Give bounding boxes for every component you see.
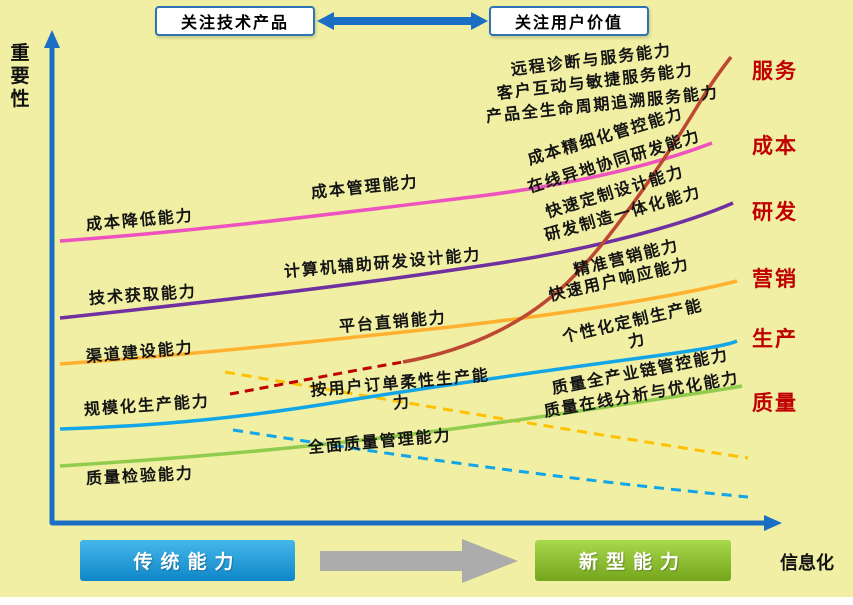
x-axis-label: 信息化 [780, 553, 834, 574]
service-early-dashed-curve [229, 360, 404, 396]
axes [44, 30, 782, 531]
production-declining-dashed-curve [232, 428, 749, 499]
transition-arrow [320, 539, 518, 583]
cost-curve [59, 141, 713, 243]
x-axis-arrowhead [764, 515, 782, 531]
double-arrow-left-head [317, 12, 334, 30]
header-double-arrow [317, 12, 488, 30]
service-curve [402, 55, 733, 364]
bottom-margin-strip [0, 597, 853, 605]
header-box-tech-product: 关注技术产品 [155, 6, 315, 36]
new-capability-box: 新型能力 [535, 540, 731, 581]
quality-curve [59, 384, 743, 468]
marketing-curve [59, 279, 738, 366]
category-label-quality: 质量 [752, 391, 798, 415]
axis-lines [49, 44, 768, 526]
header-box-user-value: 关注用户价值 [489, 6, 649, 36]
double-arrow-right-head [471, 12, 488, 30]
traditional-capability-box: 传统能力 [80, 540, 295, 581]
category-label-service: 服务 [752, 59, 798, 83]
category-label-marketing: 营销 [752, 267, 798, 291]
category-label-cost: 成本 [752, 134, 798, 158]
category-label-production: 生产 [752, 327, 798, 351]
rnd-curve [59, 201, 734, 320]
marketing-declining-dashed-curve [224, 370, 749, 460]
production-curve [59, 339, 738, 431]
category-label-rnd: 研发 [752, 200, 798, 224]
y-axis-arrowhead [44, 30, 60, 48]
y-axis-label: 重要性 [10, 42, 30, 110]
